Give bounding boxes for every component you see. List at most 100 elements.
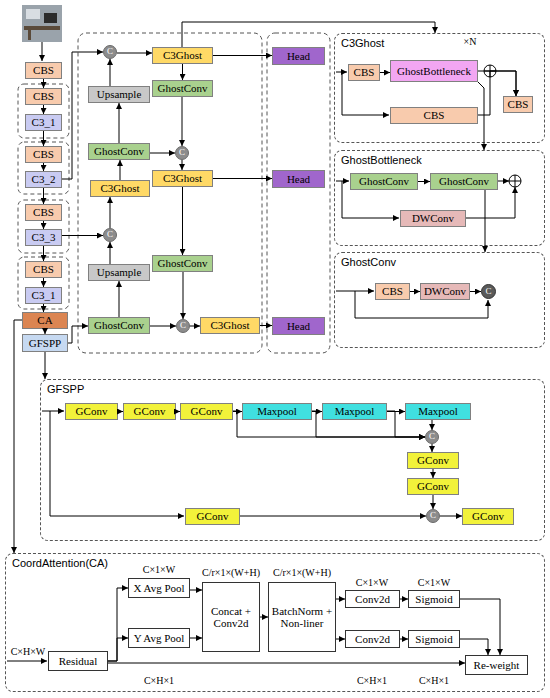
node-label: GConv (417, 480, 449, 492)
wire (7, 661, 47, 662)
gconv-block: GConv (407, 452, 459, 469)
wire (42, 411, 64, 412)
group-frame (18, 84, 69, 138)
gfspp-block: GFSPP (22, 334, 68, 352)
node-label: CBS (33, 206, 54, 218)
photo-desk-leg (28, 30, 31, 40)
ghostconv-block: GhostConv (88, 317, 150, 334)
node-label: Head (287, 50, 310, 62)
connector (240, 516, 426, 517)
node-label: CA (37, 314, 52, 326)
concat-node: C (103, 45, 117, 59)
cbs-block: CBS (25, 88, 62, 105)
process-box: Re-weight (465, 655, 528, 675)
cbs-block: CBS (390, 107, 478, 124)
group-frame (18, 142, 69, 194)
dimension-label: C×1×W (418, 577, 450, 588)
connector (485, 190, 486, 252)
attention-block: CA (22, 312, 68, 329)
module-panel: GhostBottleneckGhostConv GhostConvDWConv (334, 150, 545, 246)
group-frame (267, 33, 330, 353)
maxpool-block: Maxpool (405, 403, 471, 420)
connector (43, 105, 44, 114)
connector (233, 411, 242, 412)
node-label: Residual (59, 655, 98, 667)
node-label: CBS (33, 148, 54, 160)
repeat-label: ×N (464, 36, 477, 47)
connector (14, 320, 22, 553)
ghostconv-block: GhostConv (152, 255, 213, 272)
connector (150, 326, 176, 327)
connector (119, 103, 120, 143)
dwconv-block: DWConv (420, 283, 470, 300)
sum-symbol-cross (509, 175, 521, 187)
gconv-block: GConv (407, 478, 459, 495)
upsample-block: Upsample (88, 86, 150, 103)
connector (108, 588, 128, 661)
connector (432, 444, 433, 452)
connector (43, 304, 44, 312)
connector (312, 411, 322, 412)
process-box: Y Avg Pool (128, 628, 190, 648)
connector (470, 291, 481, 292)
node-label: CBS (33, 90, 54, 102)
connector (190, 638, 202, 639)
panel-title: GhostBottleneck (341, 154, 422, 166)
process-box: Conv2d (345, 630, 400, 648)
gconv-block: GConv (123, 403, 176, 420)
ghostconv-block: GhostConv (350, 173, 418, 190)
node-label: GhostConv (359, 175, 409, 187)
module-panel: C3GhostCBSGhostBottleneckCBSCBS (334, 33, 545, 143)
node-label: CBS (33, 64, 54, 76)
cbs-block: CBS (375, 283, 410, 300)
node-label: Maxpool (335, 405, 375, 417)
node-label: GhostConv (94, 319, 144, 331)
connector (182, 160, 183, 170)
connector (68, 326, 88, 343)
node-label: GhostConv (157, 257, 207, 269)
node-label: GhostBottleneck (397, 65, 471, 77)
ghostconv-block: GhostConv (88, 143, 150, 160)
node-label: Upsample (97, 88, 142, 100)
connector (190, 590, 202, 591)
ghostconv-block: GhostConv (430, 173, 498, 190)
concat-node: C (425, 430, 439, 444)
node-label: GConv (197, 510, 229, 522)
concat-node: C (175, 146, 189, 160)
sum-symbol (509, 175, 521, 187)
node-label: C3_3 (32, 231, 56, 243)
panel-title: C3Ghost (341, 37, 384, 49)
node-label: DWConv (424, 285, 466, 297)
dimension-label: C×H×1 (357, 675, 387, 686)
node-label: C (180, 321, 186, 331)
c3ghost-block: C3Ghost (152, 170, 213, 187)
process-box: Sigmoid (408, 630, 460, 648)
photo-frame (22, 5, 62, 42)
process-box: BatchNorm + Non-liner (268, 582, 336, 652)
wire (42, 42, 43, 61)
node-label: C3Ghost (210, 319, 249, 331)
connector (183, 272, 184, 319)
node-label: C (107, 230, 113, 240)
node-label: GFSPP (29, 337, 61, 349)
ghostbottleneck-block: GhostBottleneck (390, 60, 478, 82)
concat-node: C (426, 509, 440, 523)
maxpool-block: Maxpool (242, 403, 312, 420)
connector (117, 53, 152, 54)
node-label: GConv (472, 510, 504, 522)
panel-title: CoordAttention(CA) (12, 557, 108, 569)
node-label: CBS (382, 285, 403, 297)
connector (43, 221, 44, 229)
module-panel: GhostConvCBSDWConvC (334, 252, 545, 348)
node-label: DWConv (412, 212, 454, 224)
upsample-block: Upsample (88, 264, 150, 281)
connector (43, 188, 44, 204)
photo-monitor (44, 13, 57, 23)
process-box: Sigmoid (408, 590, 460, 608)
connector (432, 420, 433, 430)
connector (260, 617, 268, 618)
connector (119, 281, 120, 317)
node-label: GhostConv (94, 145, 144, 157)
c3-block: C3_1 (25, 287, 62, 304)
connector (182, 97, 183, 146)
